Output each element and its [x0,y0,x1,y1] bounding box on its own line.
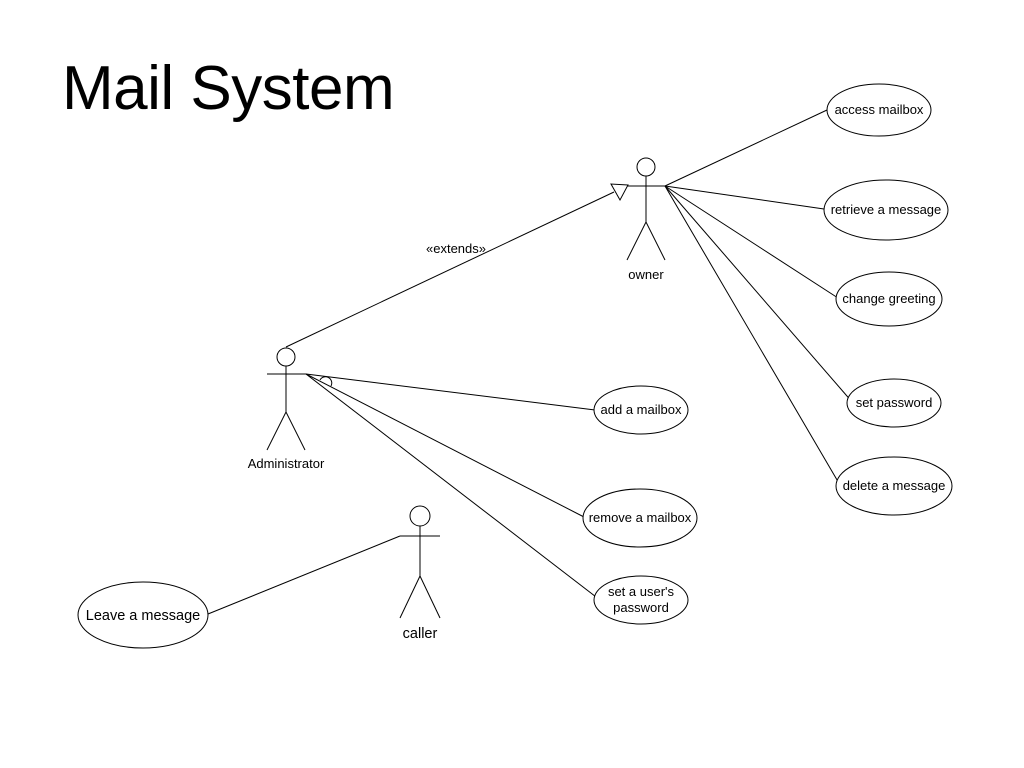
use-case-access-mailbox-ellipse [826,83,932,137]
assoc-owner-access-mailbox [664,109,828,187]
assoc-owner-change-greeting [664,185,839,299]
actor-caller: caller [399,505,441,642]
actor-owner-right-leg [645,221,666,261]
use-case-add-mailbox: add a mailbox [593,385,689,435]
use-case-retrieve-message-label: retrieve a message [831,202,942,217]
assoc-admin-remove-mailbox [305,373,585,518]
use-case-retrieve-message: retrieve a message [823,179,949,241]
use-case-delete-message-label: delete a message [843,478,946,493]
use-case-leave-message: Leave a message [77,581,209,649]
use-case-remove-mailbox-label: remove a mailbox [589,510,692,525]
use-case-set-user-password-label-line1: set a user's [608,584,675,599]
use-case-remove-mailbox-ellipse [582,488,698,548]
use-case-delete-message: delete a message [835,456,953,516]
assoc-arc-mark [319,376,333,387]
actor-administrator-right-leg [285,411,306,451]
use-case-change-greeting-label: change greeting [842,291,935,306]
assoc-admin-add-mailbox [305,373,596,411]
actor-administrator-left-leg [266,411,287,451]
actor-owner: owner [626,157,666,282]
use-case-set-password-label: set password [856,395,933,410]
extends-arrowhead [610,183,629,202]
assoc-owner-delete-message [664,185,841,486]
use-case-leave-message-label: Leave a message [86,608,200,624]
use-case-remove-mailbox: remove a mailbox [582,488,698,548]
use-case-change-greeting-ellipse [835,271,943,327]
actor-caller-head [409,505,431,527]
use-case-add-mailbox-ellipse [593,385,689,435]
actor-administrator-label: Administrator [248,456,325,471]
actor-owner-head [636,157,656,177]
extends-label: «extends» [426,241,486,256]
actor-owner-label: owner [628,267,664,282]
use-case-change-greeting: change greeting [835,271,943,327]
use-case-set-user-password-ellipse [593,575,689,625]
actor-caller-label: caller [403,626,438,642]
actor-administrator-head [276,347,296,367]
use-case-add-mailbox-label: add a mailbox [601,402,682,417]
use-case-retrieve-message-ellipse [823,179,949,241]
extends-arrow-line [285,191,615,348]
use-case-set-user-password: set a user's password [593,575,689,625]
use-case-delete-message-ellipse [835,456,953,516]
assoc-admin-set-user-password [305,373,601,601]
use-case-set-user-password-label-line2: password [613,600,669,615]
assoc-caller-leave-message [207,535,401,615]
association-lines [207,109,854,615]
use-case-set-password-ellipse [846,378,942,428]
assoc-owner-set-password [664,185,854,404]
use-case-access-mailbox: access mailbox [826,83,932,137]
actor-owner-left-leg [626,221,647,261]
actor-administrator: Administrator [248,347,325,471]
use-case-set-password: set password [846,378,942,428]
page-title: Mail System [62,54,395,123]
use-case-access-mailbox-label: access mailbox [835,102,924,117]
assoc-owner-retrieve-message [664,185,825,210]
use-case-leave-message-ellipse [77,581,209,649]
actor-caller-left-leg [399,575,421,619]
actor-caller-right-leg [419,575,441,619]
